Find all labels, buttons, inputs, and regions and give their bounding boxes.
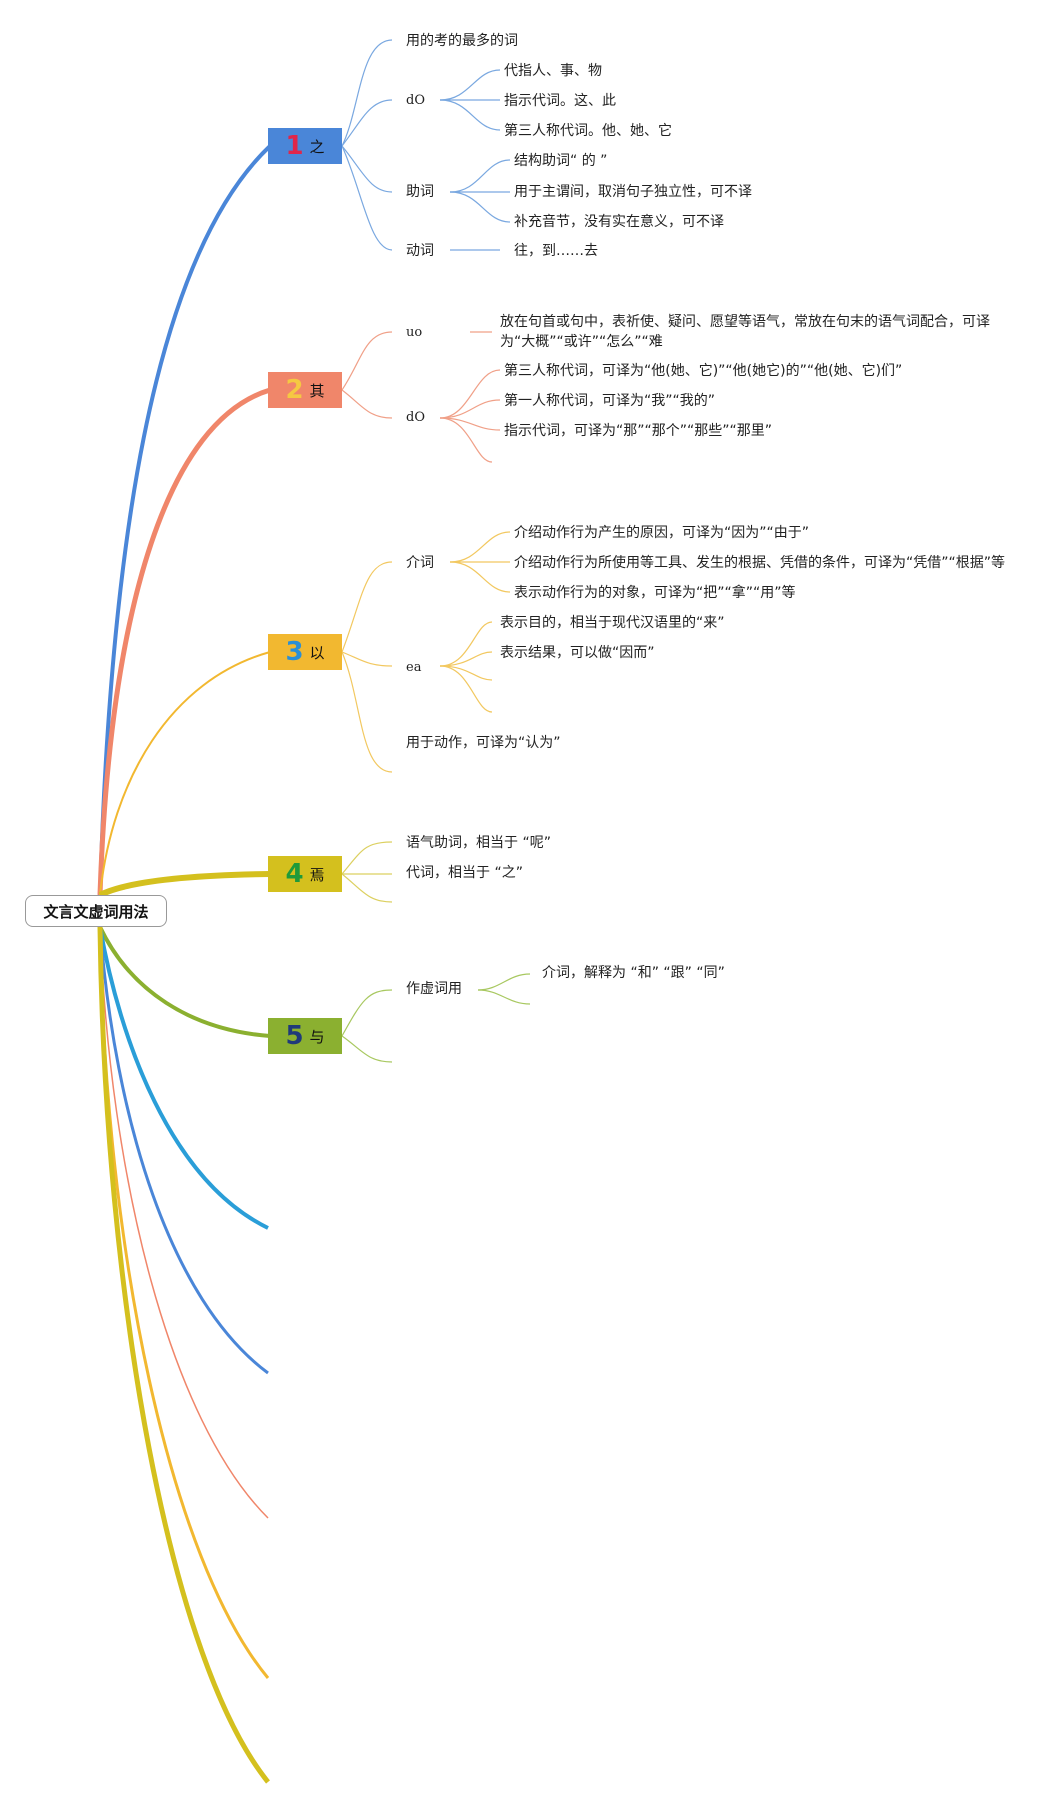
topic-1-dO-item-2[interactable]: 指示代词。这、此 — [504, 93, 616, 109]
topic-5-number: 5 — [285, 1021, 304, 1051]
empty-branch-2 — [98, 926, 269, 1375]
topic-3-box[interactable]: 3 以 — [268, 634, 342, 670]
topic-3-jieci-item-3[interactable]: 表示动作行为的对象，可译为“把”“拿”“用”等 — [514, 585, 796, 601]
topic-5-box[interactable]: 5 与 — [268, 1018, 342, 1054]
branch-line-2 — [97, 387, 271, 896]
topic-3-jieci-item-2[interactable]: 介绍动作行为所使用等工具、发生的根据、凭借的条件，可译为“凭借”“根据”等 — [514, 555, 1006, 571]
topic-1-dO-item-3[interactable]: 第三人称代词。他、她、它 — [504, 123, 672, 139]
topic-3-ea-item-2[interactable]: 表示结果，可以做“因而” — [500, 645, 655, 661]
topic-1-zhuci-item-1[interactable]: 结构助词“ 的 ” — [514, 153, 608, 169]
topic-4-item-2[interactable]: 代词，相当于 “之” — [406, 865, 523, 881]
root-topic[interactable]: 文言文虚词用法 — [25, 895, 167, 927]
topic-3-verb-item[interactable]: 用于动作，可译为“认为” — [406, 735, 561, 751]
topic-4-number: 4 — [285, 859, 304, 889]
topic-4-box[interactable]: 4 焉 — [268, 856, 342, 892]
topic-1-branch-zhuci[interactable]: 助词 — [406, 184, 434, 200]
topic-5-branch[interactable]: 作虚词用 — [406, 981, 462, 997]
topic-3-branch-ea[interactable]: ea — [406, 660, 422, 675]
topic-1-number: 1 — [285, 131, 304, 161]
topic-1-zhuci-item-3[interactable]: 补充音节，没有实在意义，可不译 — [514, 214, 724, 230]
topic-4-item-1[interactable]: 语气助词，相当于 “呢” — [406, 835, 551, 851]
topic-1-branch-dO[interactable]: dO — [406, 93, 425, 108]
empty-branch-1 — [98, 926, 269, 1230]
topic-2-branch-dO[interactable]: dO — [406, 410, 425, 425]
branch-line-5 — [98, 926, 271, 1038]
topic-2-uo-item[interactable]: 放在句首或句中，表祈使、疑问、愿望等语气，常放在句末的语气词配合，可译为“大概”… — [500, 314, 990, 350]
topic-1-label: 之 — [309, 137, 325, 156]
topic-1-zhuci-item-2[interactable]: 用于主谓间，取消句子独立性，可不译 — [514, 184, 752, 200]
empty-branch-5 — [97, 926, 270, 1784]
topic-1-dongci-item[interactable]: 往，到……去 — [514, 243, 598, 259]
topic-3-jieci-item-1[interactable]: 介绍动作行为产生的原因，可译为“因为”“由于” — [514, 525, 810, 541]
topic-2-branch-uo[interactable]: uo — [406, 325, 423, 340]
topic-3-ea-item-1[interactable]: 表示目的，相当于现代汉语里的“来” — [500, 615, 725, 631]
topic-4-label: 焉 — [309, 865, 325, 884]
topic-2-dO-item-2[interactable]: 第一人称代词，可译为“我”“我的” — [504, 393, 716, 409]
topic-2-dO-item-3[interactable]: 指示代词，可译为“那”“那个”“那些”“那里” — [504, 423, 773, 439]
topic-2-label: 其 — [309, 381, 325, 400]
branch-line-1 — [98, 144, 272, 896]
branch-line-3 — [99, 651, 271, 896]
topic-5-item[interactable]: 介词，解释为 “和” “跟” “同” — [542, 965, 725, 981]
topic-5-label: 与 — [309, 1027, 325, 1046]
topic-1-branch-dongci[interactable]: 动词 — [406, 243, 434, 259]
topic-1-box[interactable]: 1 之 — [268, 128, 342, 164]
topic-3-label: 以 — [309, 643, 325, 662]
topic-2-dO-item-1[interactable]: 第三人称代词，可译为“他(她、它)”“他(她它)的”“他(她、它)们” — [504, 363, 903, 379]
topic-1-note[interactable]: 用的考的最多的词 — [406, 33, 518, 49]
topic-3-branch-jieci[interactable]: 介词 — [406, 555, 434, 571]
topic-2-number: 2 — [285, 375, 304, 405]
empty-branch-3 — [99, 926, 269, 1519]
topic-1-dO-item-1[interactable]: 代指人、事、物 — [504, 63, 602, 79]
branch-line-4 — [98, 871, 271, 898]
topic-3-number: 3 — [285, 637, 304, 667]
topic-2-box[interactable]: 2 其 — [268, 372, 342, 408]
